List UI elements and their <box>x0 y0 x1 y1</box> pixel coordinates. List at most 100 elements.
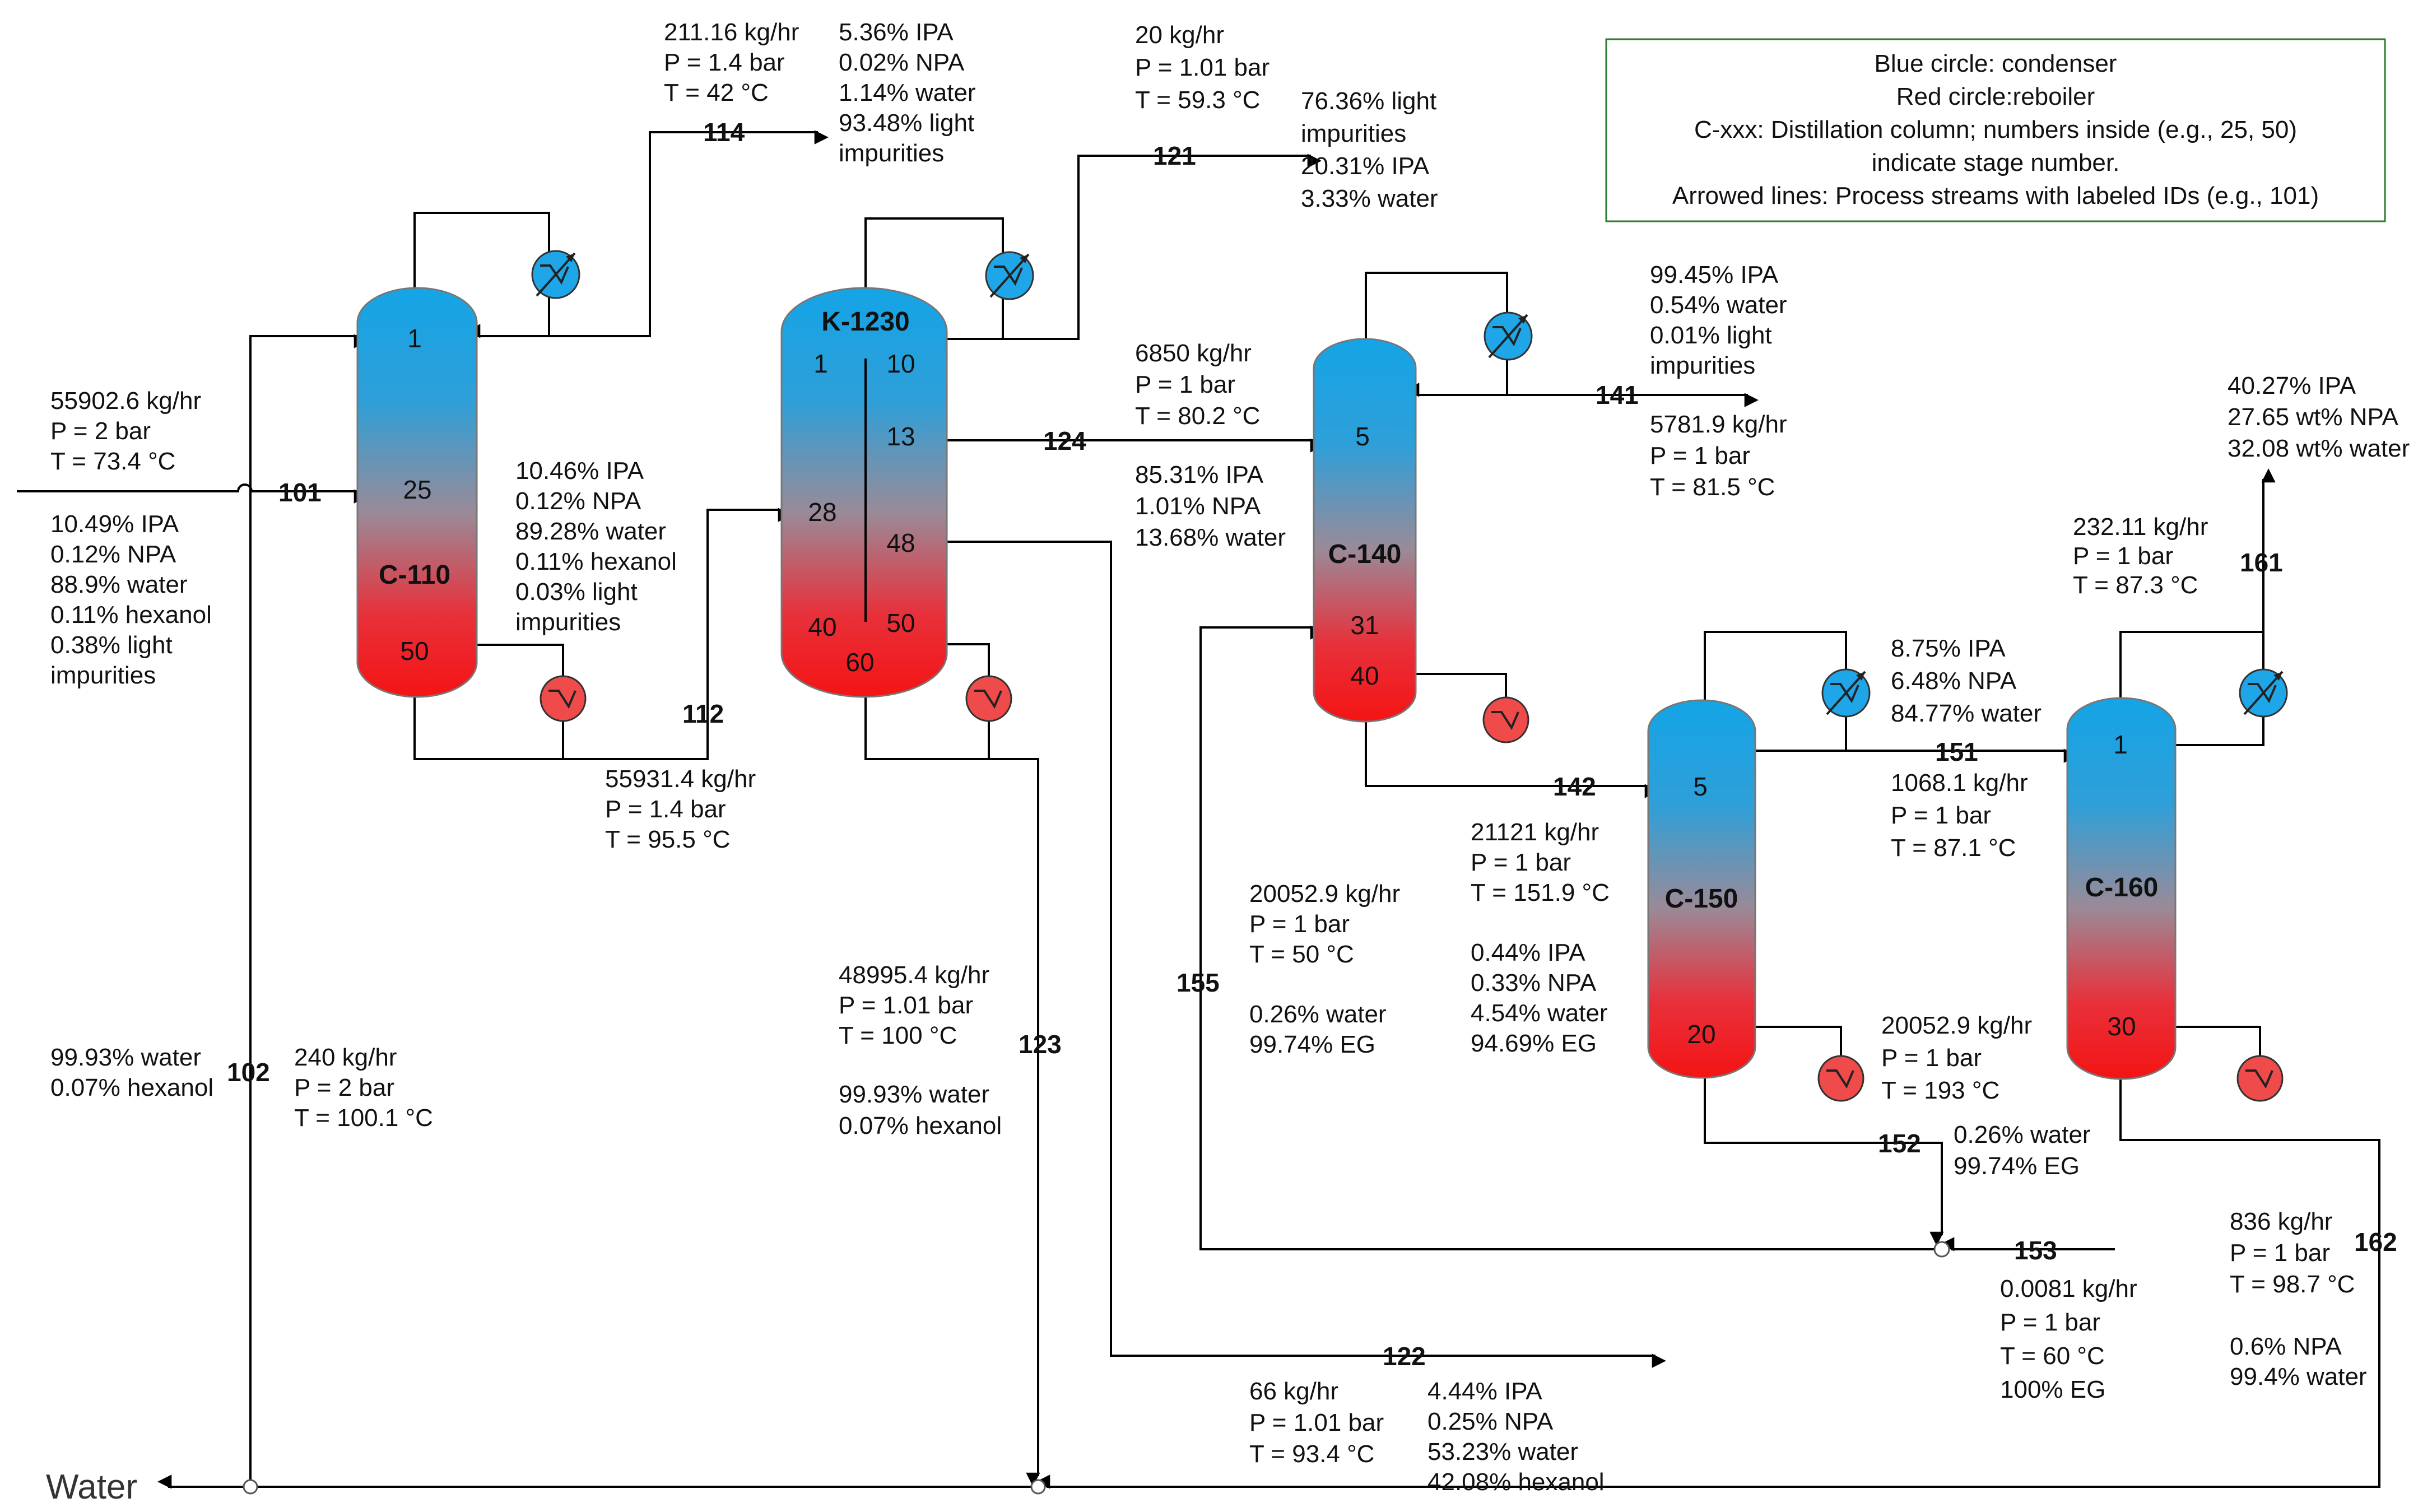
stage-label: 30 <box>2107 1012 2136 1041</box>
legend-line: Red circle:reboiler <box>1896 83 2095 110</box>
stream-161-composition: 40.27% IPA 27.65 wt% NPA 32.08 wt% water <box>2228 372 2410 462</box>
column-c140[interactable]: 5 C-140 31 40 <box>1313 338 1417 723</box>
condenser-c160[interactable] <box>2239 668 2288 718</box>
stream-112-composition: 10.46% IPA 0.12% NPA 89.28% water 0.11% … <box>515 457 683 636</box>
stream-152-composition: 0.26% water 99.74% EG <box>1954 1121 2098 1180</box>
column-c160[interactable]: 1 C-160 30 <box>2066 697 2177 1080</box>
stream-id: 155 <box>1177 968 1220 997</box>
condenser-c140[interactable] <box>1484 311 1533 361</box>
reboiler-c160[interactable] <box>2236 1055 2284 1102</box>
stage-label: 1 <box>2113 730 2128 759</box>
water-outlet-label: Water <box>46 1468 137 1506</box>
stage-label: 31 <box>1350 611 1379 640</box>
reboiler-c110[interactable] <box>540 675 587 722</box>
stream-id: 112 <box>682 699 724 728</box>
stream-112-line <box>413 508 792 760</box>
stream-142-conditions: 21121 kg/hr P = 1 bar T = 151.9 °C <box>1471 818 1610 906</box>
legend-line: Blue circle: condenser <box>1875 50 2117 77</box>
stream-151-conditions: 1068.1 kg/hr P = 1 bar T = 87.1 °C <box>1891 769 2035 862</box>
stream-155-composition: 0.26% water 99.74% EG <box>1249 1001 1393 1058</box>
stream-id: 122 <box>1383 1342 1426 1371</box>
stream-id: 142 <box>1553 772 1596 801</box>
stage-label: 1 <box>813 349 828 378</box>
junction-node <box>243 1479 258 1495</box>
k1230-reflux-line <box>864 217 1004 340</box>
stream-id: 152 <box>1878 1129 1921 1158</box>
stream-152-conditions: 20052.9 kg/hr P = 1 bar T = 193 °C <box>1881 1012 2039 1104</box>
stream-161-conditions: 232.11 kg/hr P = 1 bar T = 87.3 °C <box>2073 513 2215 599</box>
stream-112-conditions: 55931.4 kg/hr P = 1.4 bar T = 95.5 °C <box>605 765 762 853</box>
stage-label: 25 <box>403 475 431 504</box>
stream-114-line <box>549 130 829 337</box>
stream-124-conditions: 6850 kg/hr P = 1 bar T = 80.2 °C <box>1135 339 1260 430</box>
stage-label: 10 <box>886 349 915 378</box>
stream-123-line <box>864 694 1040 1487</box>
stage-label: 60 <box>845 648 874 677</box>
stage-label: 50 <box>886 608 915 638</box>
stream-153-conditions: 0.0081 kg/hr P = 1 bar T = 60 °C 100% EG <box>2000 1275 2144 1403</box>
reboiler-k1230[interactable] <box>965 675 1012 722</box>
stream-id: 141 <box>1596 380 1639 410</box>
column-k1230[interactable]: K-1230 1 10 13 28 48 40 50 60 <box>780 287 948 698</box>
mixer-node <box>1933 1241 1950 1258</box>
column-c110[interactable]: 1 25 C-110 50 <box>356 287 478 698</box>
stream-122-composition: 4.44% IPA 0.25% NPA 53.23% water 42.08% … <box>1427 1378 1605 1496</box>
column-body <box>1313 338 1417 723</box>
reboiler-c150[interactable] <box>1817 1055 1864 1102</box>
stream-101-composition: 10.49% IPA 0.12% NPA 88.9% water 0.11% h… <box>50 510 218 689</box>
legend-line: C-xxx: Distillation column; numbers insi… <box>1694 116 2297 143</box>
stage-label: 1 <box>407 324 422 353</box>
column-c150[interactable]: 5 C-150 5 20 <box>1647 699 1756 1079</box>
stream-id-labels: 101 102 112 114 121 124 141 123 155 142 … <box>227 118 2397 1371</box>
stream-121-composition: 76.36% light impurities 20.31% IPA 3.33%… <box>1301 87 1443 212</box>
stream-121-line <box>1003 153 1322 340</box>
stream-lines <box>17 130 2380 1489</box>
stream-id: 121 <box>1153 141 1196 170</box>
stage-label: 40 <box>1350 661 1379 690</box>
legend: Blue circle: condenser Red circle:reboil… <box>1605 38 2386 222</box>
stream-id: 124 <box>1043 426 1086 455</box>
column-body <box>356 287 478 698</box>
reboiler-c140[interactable] <box>1482 696 1529 743</box>
stage-label: 28 <box>808 497 836 527</box>
stage-label: 50 <box>400 636 429 666</box>
c110-reflux-line <box>413 212 550 338</box>
stage-label: 5 <box>1355 422 1370 451</box>
stream-162-line <box>1036 1071 2380 1489</box>
stream-id: 114 <box>703 118 745 147</box>
stream-155-line <box>1199 625 1942 1250</box>
column-name: C-160 <box>2085 873 2159 902</box>
stage-label: 20 <box>1687 1020 1715 1049</box>
stream-122-line <box>947 541 1666 1368</box>
stream-123-conditions: 48995.4 kg/hr P = 1.01 bar T = 100 °C <box>839 961 996 1049</box>
legend-box <box>1605 38 2386 222</box>
legend-line: Arrowed lines: Process streams with labe… <box>1672 182 2319 210</box>
condenser-c150[interactable] <box>1821 668 1871 718</box>
stream-122-conditions: 66 kg/hr P = 1.01 bar T = 93.4 °C <box>1249 1378 1391 1468</box>
stage-label: 40 <box>808 612 836 641</box>
stream-annotations: 55902.6 kg/hr P = 2 bar T = 73.4 °C 10.4… <box>50 18 2410 1496</box>
stage-label: 5 <box>1693 772 1708 801</box>
stream-114-composition: 5.36% IPA 0.02% NPA 1.14% water 93.48% l… <box>839 18 983 167</box>
stream-102-composition: 99.93% water 0.07% hexanol <box>50 1044 213 1101</box>
stream-102-conditions: 240 kg/hr P = 2 bar T = 100.1 °C <box>294 1044 433 1132</box>
stream-123-composition: 99.93% water 0.07% hexanol <box>839 1081 1002 1139</box>
mixer-node <box>1030 1479 1046 1495</box>
stream-141-composition: 99.45% IPA 0.54% water 0.01% light impur… <box>1650 261 1794 379</box>
stream-id: 151 <box>1935 737 1978 766</box>
column-name: C-150 <box>1665 884 1738 914</box>
stream-162-composition: 0.6% NPA 99.4% water <box>2230 1333 2367 1390</box>
legend-line: indicate stage number. <box>1872 149 2120 176</box>
stream-151-composition: 8.75% IPA 6.48% NPA 84.77% water <box>1891 635 2042 727</box>
condenser-c110[interactable] <box>531 250 580 299</box>
stage-label: 13 <box>886 422 915 451</box>
column-body <box>1647 699 1756 1079</box>
stream-152-line <box>1704 1070 1944 1246</box>
stream-121-conditions: 20 kg/hr P = 1.01 bar T = 59.3 °C <box>1135 21 1276 114</box>
stream-162-conditions: 836 kg/hr P = 1 bar T = 98.7 °C <box>2230 1208 2355 1298</box>
condenser-k1230[interactable] <box>985 251 1034 300</box>
stream-id: 153 <box>2014 1236 2057 1265</box>
stream-114-conditions: 211.16 kg/hr P = 1.4 bar T = 42 °C <box>664 18 806 106</box>
stream-id: 162 <box>2354 1227 2397 1257</box>
